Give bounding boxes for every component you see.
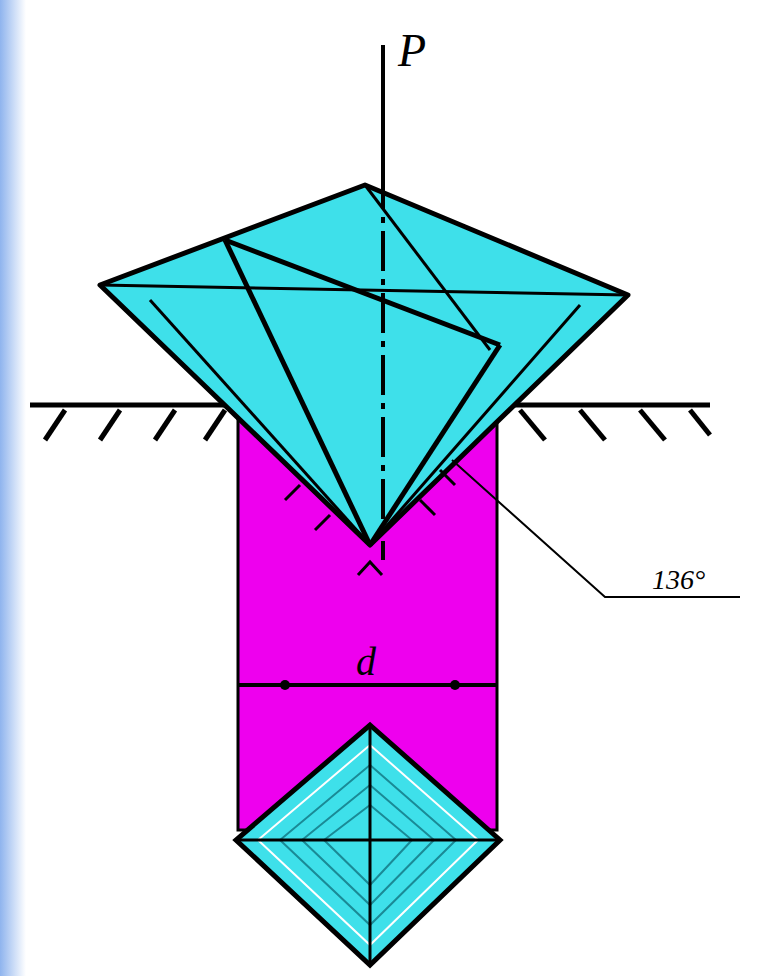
dimension-dot (450, 680, 460, 690)
side-strip (0, 0, 26, 976)
force-label: P (398, 28, 426, 74)
indentation-view (236, 725, 500, 965)
dimension-dot (280, 680, 290, 690)
indenter-pyramid (100, 185, 628, 545)
angle-leader (452, 460, 740, 597)
force-line (381, 45, 385, 190)
diagonal-label: d (356, 642, 376, 682)
tip-hatching (285, 470, 455, 575)
force-axis (381, 45, 385, 560)
angle-label: 136° (652, 566, 705, 594)
